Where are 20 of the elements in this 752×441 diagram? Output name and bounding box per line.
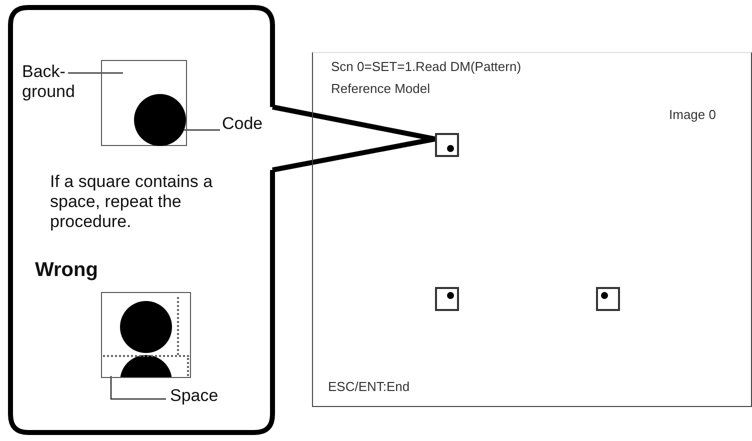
space-area	[102, 354, 188, 376]
wrong-square-drawing	[101, 292, 191, 378]
code-square	[434, 286, 458, 310]
label-text: Code	[222, 114, 264, 136]
leader-line	[184, 129, 220, 131]
instruction-text: If a square contains a space, repeat the procedure.	[50, 172, 214, 232]
screen-display	[312, 52, 752, 407]
screen-title: Scn 0=SET=1.Read DM(Pattern)	[331, 59, 522, 75]
screen-text: ESC/ENT:End	[328, 379, 410, 395]
code-square	[101, 60, 187, 146]
screen-text: Reference Model	[331, 81, 430, 97]
label-text: Space	[170, 386, 232, 410]
code-square	[434, 132, 458, 156]
screen-text: Image 0	[669, 107, 716, 123]
code-square	[596, 286, 620, 310]
heading: Wrong	[35, 258, 98, 282]
leader-line	[110, 376, 166, 400]
label-text: Back- ground	[22, 62, 86, 106]
leader-line	[68, 72, 123, 74]
callout-pointer	[270, 104, 438, 172]
